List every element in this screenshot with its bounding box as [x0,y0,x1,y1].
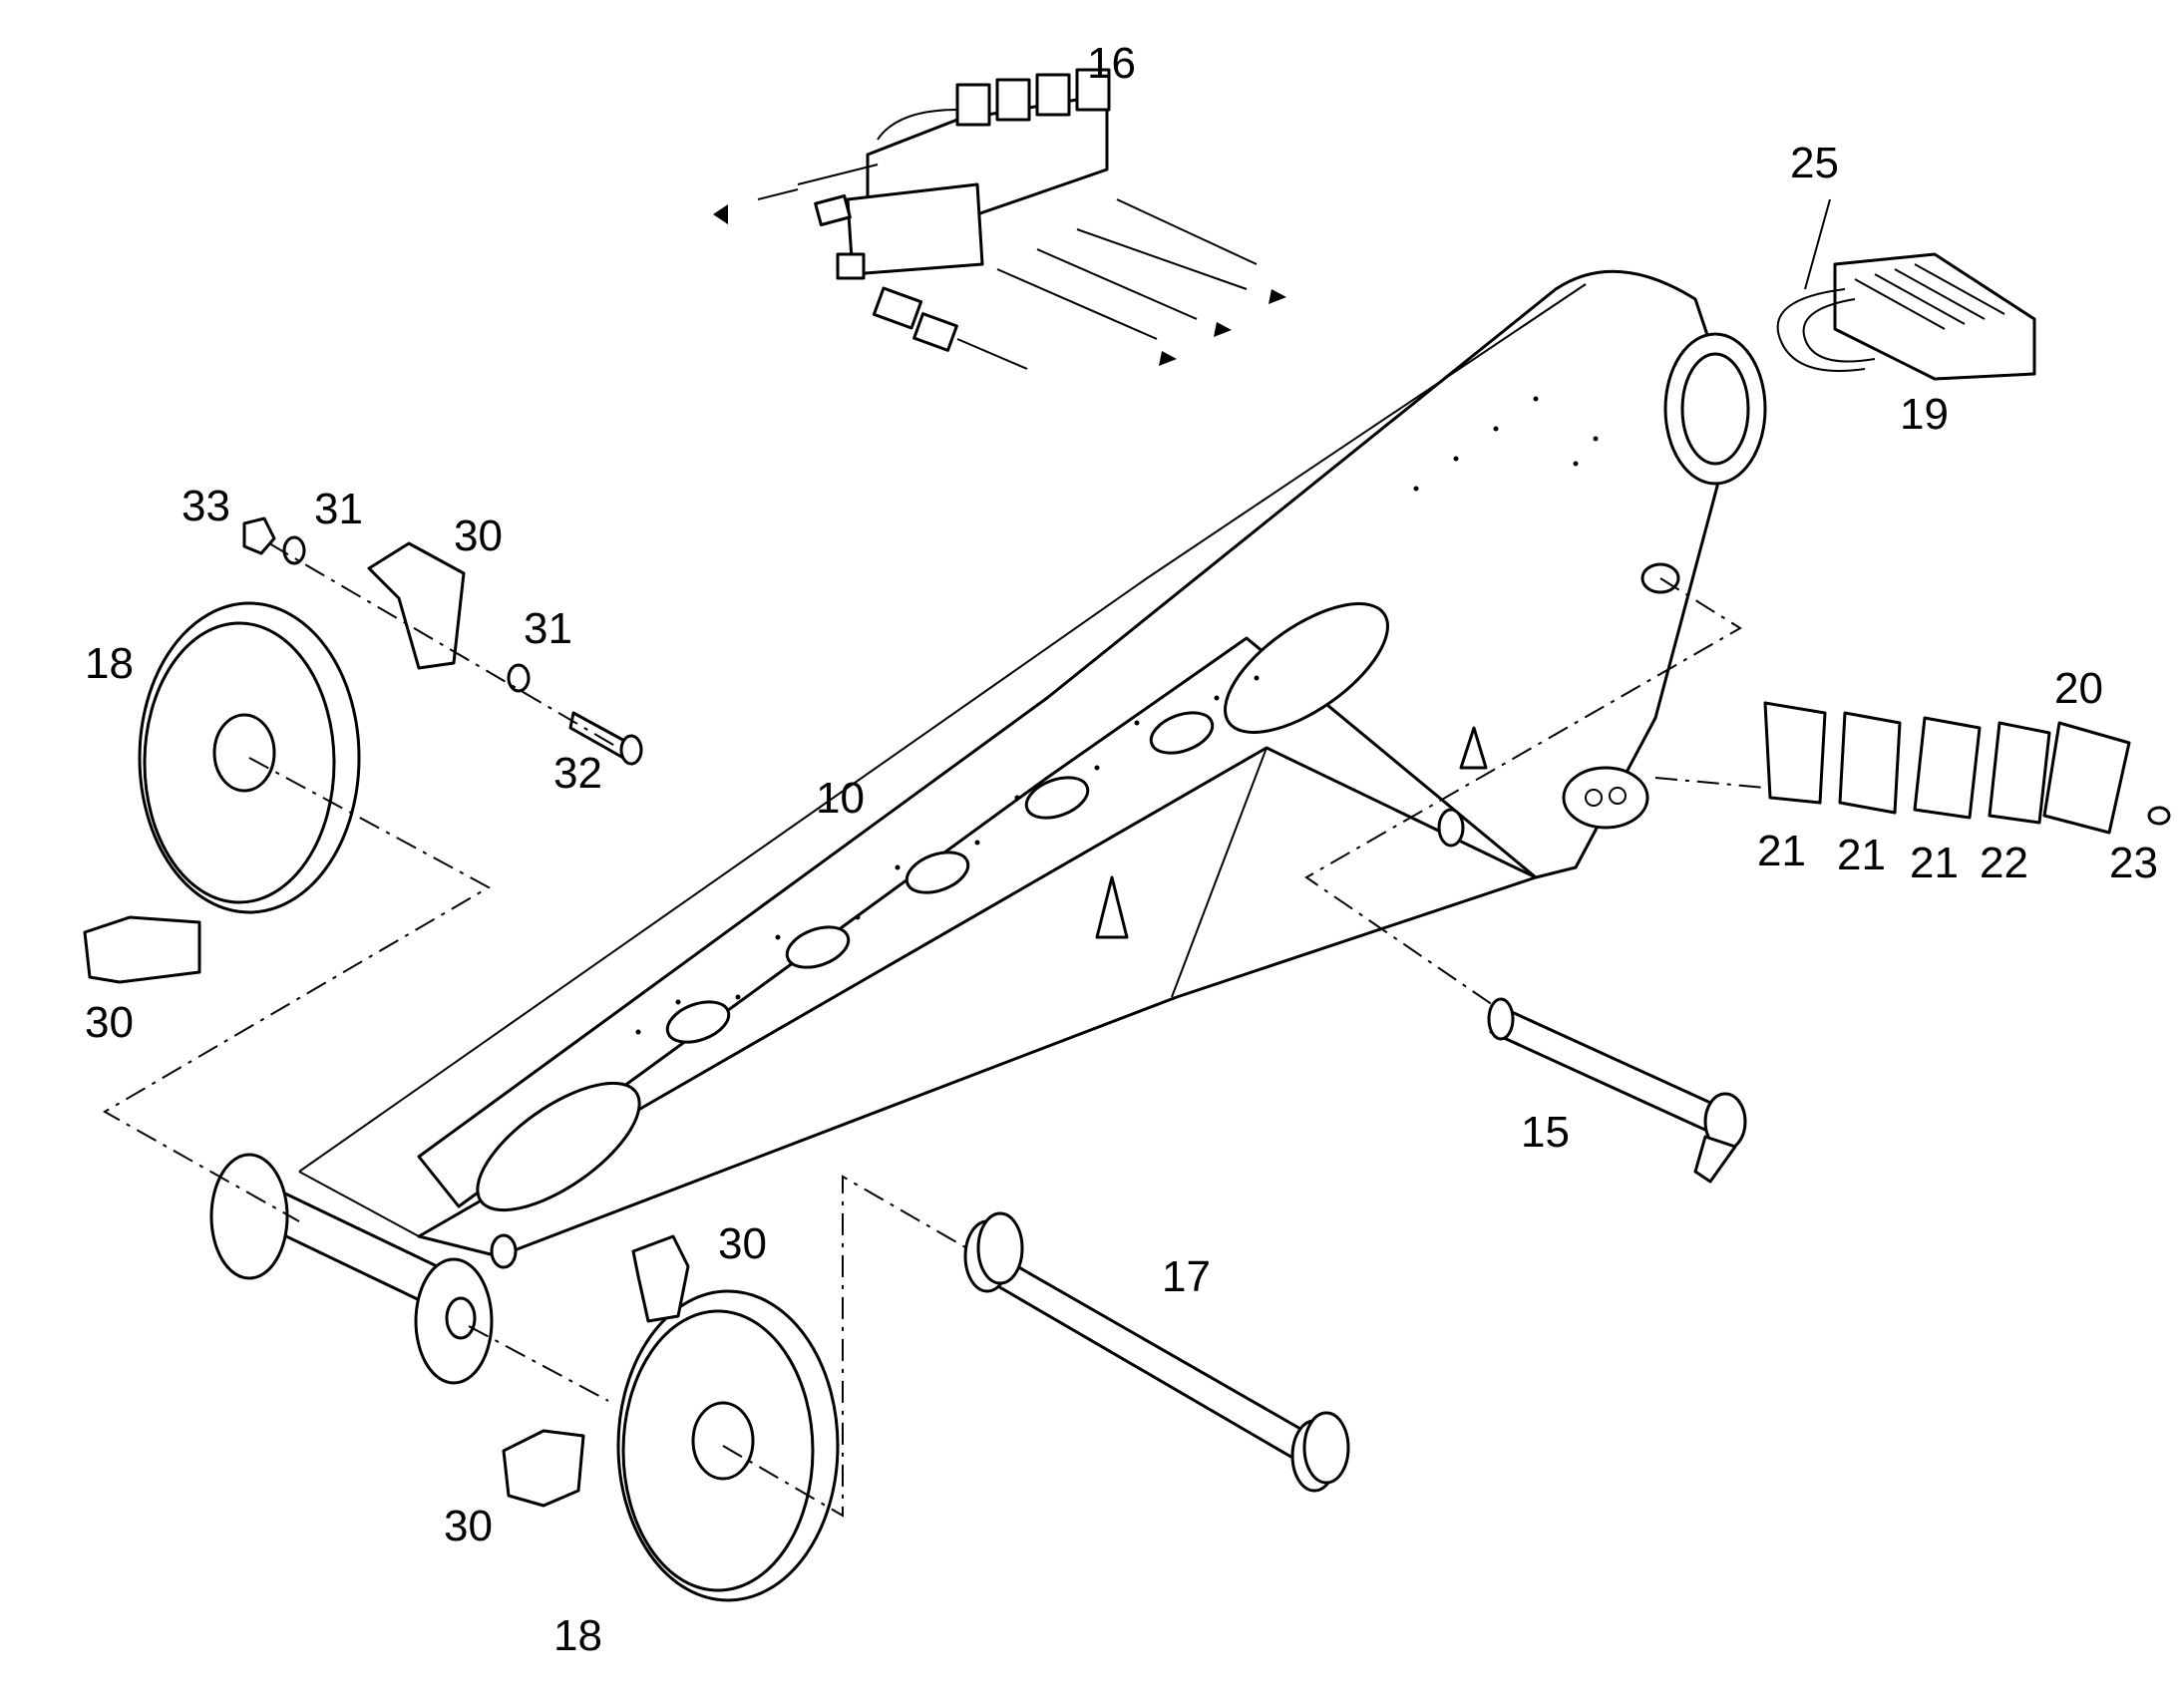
bracket-part-30-d [502,1429,585,1508]
callout-labels: 10 15 16 17 18 18 19 20 21 21 21 22 23 2… [85,39,2158,1660]
shim-plates-parts-20-23 [1763,701,2171,835]
callout-23: 23 [2109,839,2158,887]
callout-15: 15 [1521,1108,1570,1157]
washer-part-31-a [282,535,306,565]
assembly-lines [102,542,1766,1518]
callout-21-c: 21 [1910,839,1959,887]
pulley-part-18-upper [138,601,361,914]
callout-30-d: 30 [444,1502,493,1550]
callout-19: 19 [1900,390,1949,439]
callout-22: 22 [1980,839,2028,887]
callout-10: 10 [816,774,865,823]
callout-20: 20 [2054,664,2103,713]
callout-25: 25 [1790,139,1839,187]
bracket-part-30-a [367,541,466,670]
connector-part-19 [1833,252,2036,381]
pin-part-15 [1487,997,1747,1184]
callout-33: 33 [182,482,230,530]
callout-18-upper: 18 [85,639,134,688]
callout-18-lower: 18 [553,1611,602,1660]
axle-with-flanges [209,1153,494,1385]
nut-part-33 [242,516,276,555]
callout-17: 17 [1162,1252,1211,1301]
bracket-part-30-c [631,1234,690,1323]
callout-30-b: 30 [85,998,134,1047]
pin-part-17 [963,1211,1350,1493]
callout-31-b: 31 [524,604,572,653]
callout-32: 32 [553,749,602,798]
bracket-part-30-b [83,915,201,984]
callout-31-a: 31 [314,485,363,533]
pulley-part-18-lower [616,1289,840,1602]
washer-part-31-b [507,663,531,693]
callout-30-a: 30 [454,512,503,560]
valve-block-part-16 [713,68,1286,370]
callout-16: 16 [1087,39,1136,88]
hose-loop-part-25 [1776,198,1876,372]
boom-part-10 [298,269,1767,1269]
bolt-part-32 [568,711,643,766]
callout-21-a: 21 [1757,827,1806,875]
callout-30-c: 30 [718,1219,767,1268]
callout-21-b: 21 [1837,831,1886,879]
